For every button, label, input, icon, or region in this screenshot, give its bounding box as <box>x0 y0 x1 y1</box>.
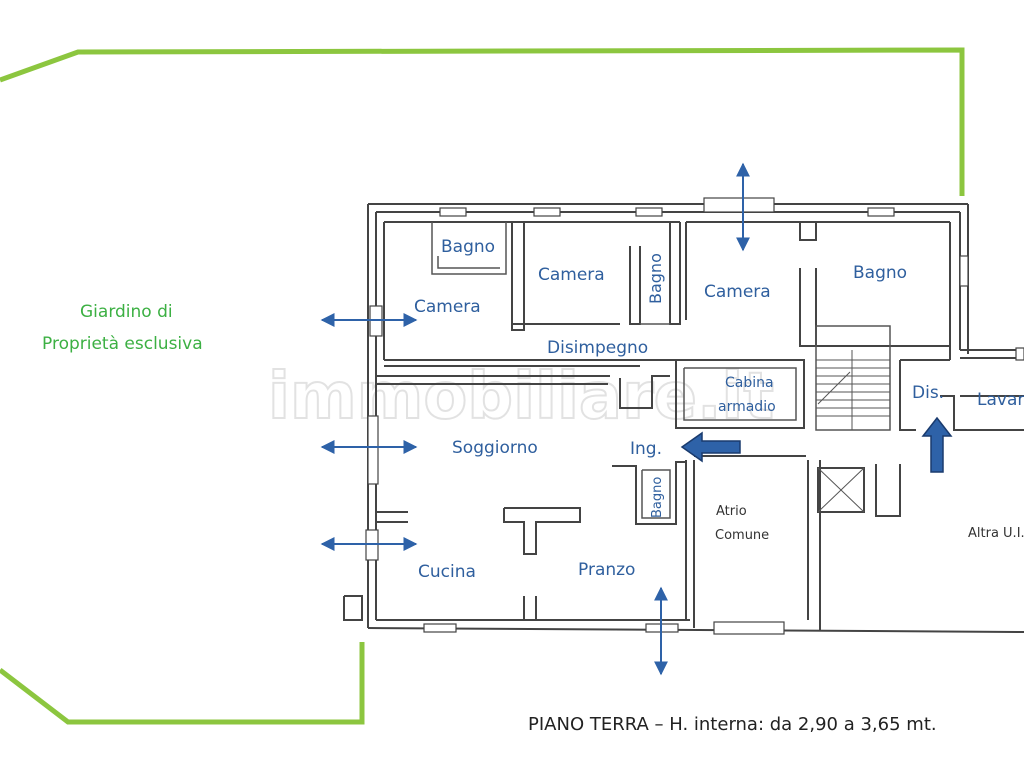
garden-boundary <box>0 47 965 196</box>
room-cucina: Cucina <box>418 562 476 582</box>
room-pranzo: Pranzo <box>578 560 635 580</box>
interior-walls <box>376 221 1024 630</box>
garden-boundary-lower <box>0 642 365 725</box>
room-cabina-line2: armadio <box>718 399 776 415</box>
room-ing: Ing. <box>630 439 662 459</box>
garden-label-line2: Proprietà esclusiva <box>42 334 203 354</box>
room-bagno-3: Bagno <box>853 263 907 283</box>
watermark-text: immobiliare.it <box>268 360 774 434</box>
room-camera-2: Camera <box>538 265 605 285</box>
room-camera-3: Camera <box>704 282 771 302</box>
room-disimpegno: Disimpegno <box>547 338 648 358</box>
view-arrows <box>320 162 750 676</box>
room-altra-ui: Altra U.I. <box>968 526 1024 541</box>
room-soggiorno: Soggiorno <box>452 438 538 458</box>
room-cabina-line1: Cabina <box>725 375 774 391</box>
room-labels: Bagno Camera Camera Bagno Camera Bagno D… <box>414 237 1024 582</box>
garden-label-line1: Giardino di <box>80 302 173 322</box>
room-camera-1: Camera <box>414 297 481 317</box>
room-bagno-1: Bagno <box>441 237 495 257</box>
room-bagno-4: Bagno <box>650 477 665 518</box>
floor-caption: PIANO TERRA – H. interna: da 2,90 a 3,65… <box>528 714 937 735</box>
room-dis: Dis. <box>912 383 944 403</box>
entrance-arrow-up <box>921 416 953 473</box>
room-bagno-2: Bagno <box>646 253 665 304</box>
room-atrio-line2: Comune <box>715 528 769 543</box>
entrance-arrow-left <box>680 431 741 463</box>
room-atrio-line1: Atrio <box>716 504 747 519</box>
room-lavan: Lavan <box>977 390 1024 410</box>
